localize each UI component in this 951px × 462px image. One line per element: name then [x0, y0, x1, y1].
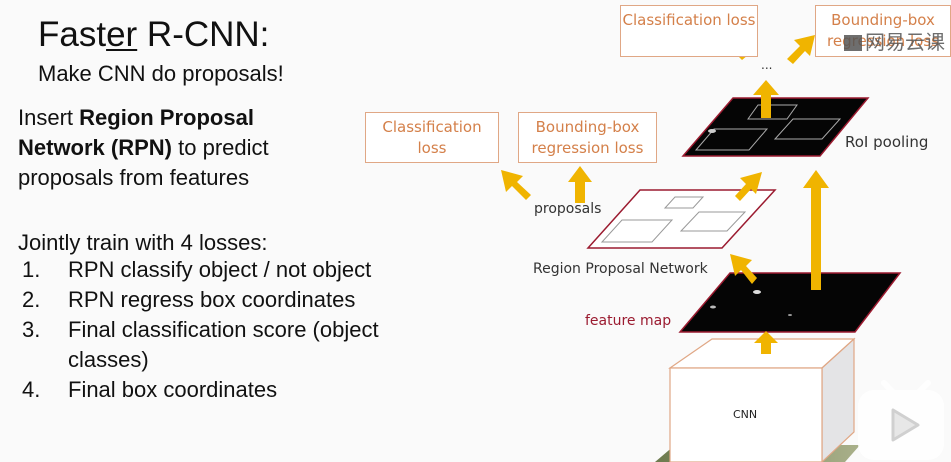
- arrow-cnn-to-featuremap: [754, 331, 778, 354]
- watermark: 网易云课: [844, 26, 945, 55]
- arrow-proposals-to-bbox: [568, 166, 592, 203]
- rpn-label: Region Proposal Network: [533, 261, 708, 277]
- loss-text: Final box coordinates: [68, 377, 278, 402]
- insert-post: to predict proposals from features: [18, 135, 269, 190]
- feature-map-plane: [678, 272, 902, 333]
- activation: [753, 290, 761, 294]
- loss-number: 2.: [22, 287, 41, 312]
- activation: [708, 129, 716, 133]
- final-cls-loss-label: Classification loss: [622, 11, 756, 29]
- loss-text: Final classification score (object class…: [68, 317, 379, 372]
- arrow-featuremap-to-roi: [803, 170, 829, 290]
- roi-box: [694, 128, 769, 151]
- arrows: [501, 33, 829, 354]
- roi-pooling-plane: [681, 97, 870, 157]
- loss-text: RPN classify object / not object: [68, 257, 372, 282]
- roi-surface: [681, 97, 870, 157]
- feature-map-surface: [678, 272, 902, 333]
- arrow-rpn-to-roi: [735, 172, 762, 201]
- slide-subtitle: Make CNN do proposals!: [38, 61, 284, 86]
- watermark-text: 网易云课: [865, 32, 945, 54]
- bilibili-play-icon[interactable]: [858, 380, 944, 460]
- rpn-bbox-loss-box: Bounding-box regression loss: [518, 112, 657, 163]
- insert-pre: Insert: [18, 105, 80, 130]
- title-prefix: Fast: [38, 15, 107, 54]
- roi-box: [773, 118, 842, 140]
- loss-number: 4.: [22, 377, 41, 402]
- rpn-bbox-loss-label: Bounding-box regression loss: [531, 118, 644, 157]
- joint-train-heading: Jointly train with 4 losses:: [18, 230, 268, 255]
- arrow-roi-up: [753, 80, 779, 118]
- feature-map-label: feature map: [585, 313, 672, 329]
- rpn-cls-loss-label: Classification loss: [382, 118, 482, 157]
- cnn-block: [668, 337, 856, 462]
- insert-rpn-text: Insert Region Proposal Network (RPN) to …: [18, 103, 338, 193]
- title-underlined: er: [106, 15, 138, 54]
- loss-number: 1.: [22, 257, 41, 282]
- proposal-box: [600, 219, 674, 243]
- final-classification-loss-box: Classification loss: [620, 5, 758, 57]
- cnn-front-face: [669, 367, 823, 462]
- rpn-surface: [586, 189, 777, 249]
- watermark-logo-icon: [844, 35, 862, 51]
- proposals-label: proposals: [534, 201, 602, 217]
- arrow-proposals-to-cls: [501, 170, 531, 200]
- cnn-label: CNN: [733, 408, 758, 421]
- proposal-box: [663, 196, 705, 209]
- proposal-box: [679, 211, 747, 232]
- loss-text: RPN regress box coordinates: [68, 287, 356, 312]
- rpn-classification-loss-box: Classification loss: [365, 112, 499, 163]
- slide-title: Faster R-CNN:: [38, 14, 269, 56]
- activation: [710, 305, 716, 309]
- arrow-featuremap-to-rpn: [730, 254, 757, 284]
- roi-pooling-label: RoI pooling: [845, 133, 929, 151]
- ellipsis: ...: [761, 58, 773, 72]
- insert-bold: Region Proposal Network (RPN): [18, 105, 254, 160]
- activation: [788, 314, 792, 316]
- arrow-to-final-bbox: [787, 35, 815, 64]
- rpn-plane: [586, 189, 777, 249]
- roi-box: [747, 104, 798, 120]
- loss-number: 3.: [22, 317, 41, 342]
- title-suffix: R-CNN:: [137, 15, 270, 54]
